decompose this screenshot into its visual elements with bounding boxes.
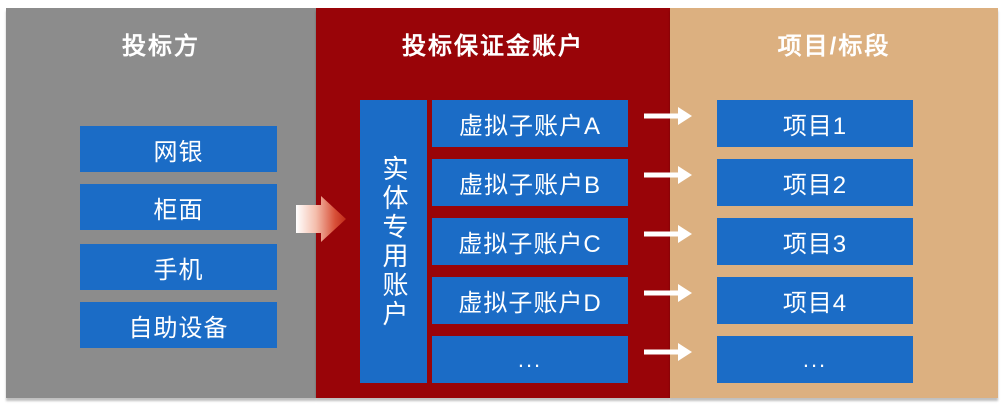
sub-account-box: 虚拟子账户A: [432, 100, 628, 147]
project-box-more: ...: [717, 336, 913, 383]
panel-deposit-account: 投标保证金账户 实体专用账户 虚拟子账户A 虚拟子账户B 虚拟子账户C 虚拟子账…: [316, 8, 670, 398]
project-box: 项目4: [717, 277, 913, 324]
sub-account-box: 虚拟子账户D: [432, 277, 628, 324]
mapping-arrow-icon: [644, 107, 692, 125]
entity-account-bar: 实体专用账户: [360, 100, 427, 383]
mapping-arrow-icon: [644, 225, 692, 243]
bidder-channel-box: 自助设备: [80, 302, 277, 348]
bidder-channel-box: 网银: [80, 126, 277, 172]
panel-deposit-title: 投标保证金账户: [402, 33, 584, 60]
bidder-channel-box: 柜面: [80, 184, 277, 230]
mapping-arrow-icon: [644, 284, 692, 302]
bidder-channel-box: 手机: [80, 244, 277, 290]
sub-account-box-more: ...: [432, 336, 628, 383]
project-box: 项目2: [717, 159, 913, 206]
panel-projects-title: 项目/标段: [777, 33, 891, 60]
sub-account-box: 虚拟子账户B: [432, 159, 628, 206]
panel-projects: 项目/标段 项目1 项目2 项目3 项目4 ...: [670, 8, 998, 398]
panel-bidders: 投标方 网银 柜面 手机 自助设备: [6, 8, 316, 398]
project-box: 项目3: [717, 218, 913, 265]
mapping-arrow-icon: [644, 166, 692, 184]
project-box: 项目1: [717, 100, 913, 147]
mapping-arrow-icon: [644, 343, 692, 361]
sub-account-box: 虚拟子账户C: [432, 218, 628, 265]
panel-bidders-title: 投标方: [122, 33, 200, 60]
flow-arrow-icon: [296, 196, 346, 242]
